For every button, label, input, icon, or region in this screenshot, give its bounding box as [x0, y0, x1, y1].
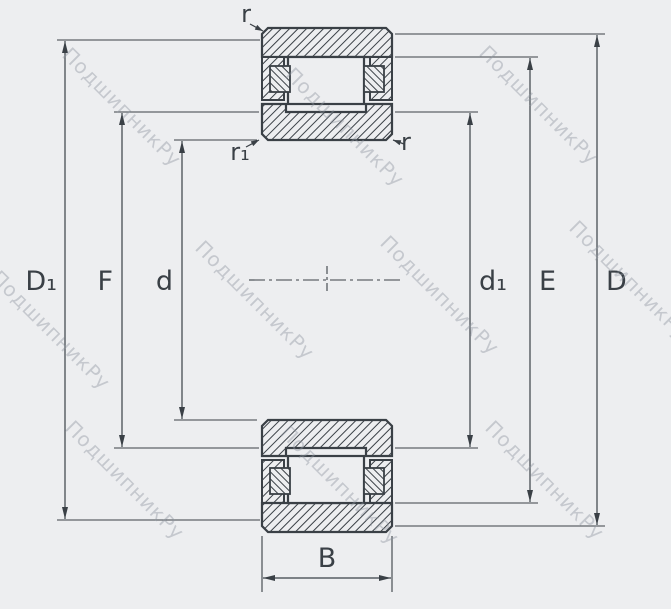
label-r1: r₁ — [230, 138, 250, 166]
leader-r1 — [245, 139, 260, 148]
cage-top-left — [269, 65, 291, 93]
label-r-right: r — [401, 128, 411, 156]
bearing-section — [249, 26, 404, 534]
dimension-lines — [62, 23, 600, 581]
label-d1: d₁ — [479, 266, 507, 297]
inner-ring-top-section — [260, 102, 394, 142]
watermark-text: ПодшипникРу — [190, 236, 319, 365]
watermark-text: ПодшипникРу — [474, 41, 603, 170]
dimension-labels: D₁ F d d₁ E D B r r₁ r — [25, 0, 626, 574]
cage-bottom-left — [269, 467, 291, 495]
outer-ring-top-section — [260, 26, 394, 59]
label-B: B — [318, 543, 337, 574]
label-D1: D₁ — [25, 266, 57, 297]
outer-ring-bottom-section — [260, 501, 394, 534]
leader-r-right — [392, 139, 405, 146]
extension-lines — [57, 33, 605, 592]
label-F: F — [97, 266, 113, 297]
watermark-text: ПодшипникРу — [480, 416, 609, 545]
watermark-text: ПодшипникРу — [564, 216, 671, 345]
label-D: D — [606, 266, 627, 297]
leader-r-top — [249, 23, 264, 32]
roller-top — [286, 55, 366, 106]
label-r-top: r — [241, 0, 251, 28]
cage-top-right — [363, 65, 385, 93]
label-E: E — [539, 266, 556, 297]
label-d: d — [156, 266, 173, 297]
watermark-text: ПодшипникРу — [60, 416, 189, 545]
inner-ring-bottom-section — [260, 418, 394, 458]
cage-bottom-right — [363, 467, 385, 495]
